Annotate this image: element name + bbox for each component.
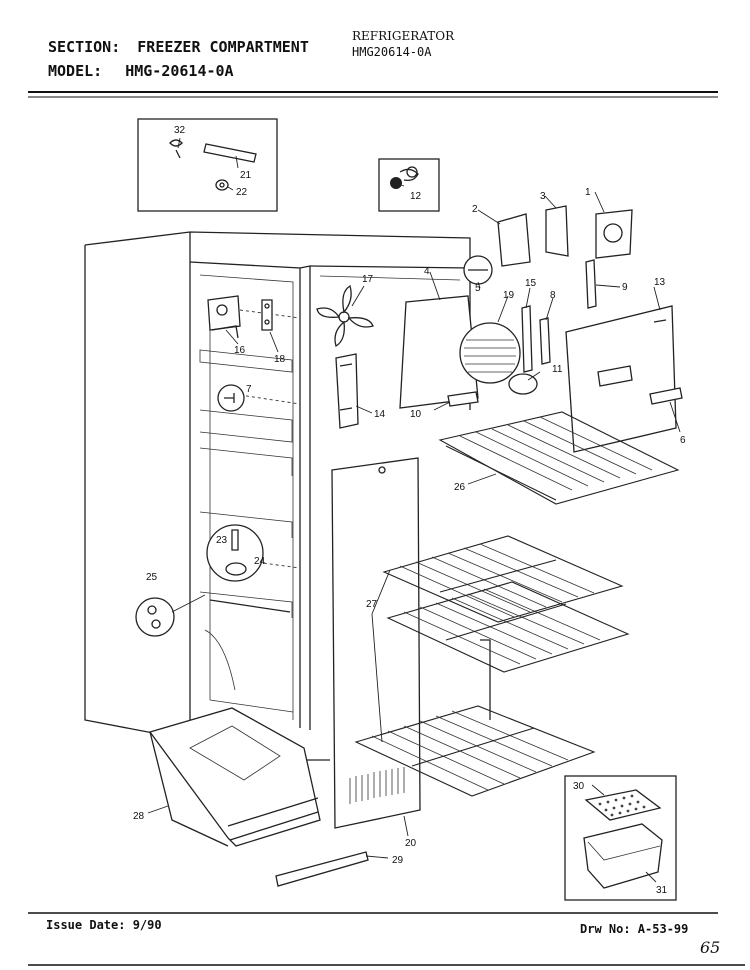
- callout-7: 7: [246, 384, 252, 395]
- callout-9: 9: [622, 282, 628, 293]
- callout-14: 14: [374, 409, 386, 420]
- callout-18: 18: [274, 354, 286, 365]
- callout-23: 23: [216, 535, 228, 546]
- callout-31: 31: [656, 885, 668, 896]
- callout-22: 22: [236, 187, 248, 198]
- page-rules: [28, 91, 745, 966]
- callout-32: 32: [174, 125, 186, 136]
- grommets-part-25: [135, 594, 206, 637]
- model-heading: MODEL: HMG-20614-0A: [48, 62, 234, 80]
- callout-17: 17: [362, 274, 374, 285]
- callout-12: 12: [410, 191, 422, 202]
- callout-labels: 32 21 22 12 1 3 2 4 5 17 19 15 8 9 13 16…: [133, 125, 686, 896]
- control-panel-cover: [565, 305, 683, 453]
- callout-13: 13: [654, 277, 666, 288]
- callout-25: 25: [146, 572, 158, 583]
- inset-box-hardware: [137, 118, 278, 212]
- air-duct-assembly: [399, 295, 538, 409]
- callout-5: 5: [475, 283, 481, 294]
- fittings-parts-23-24: [206, 524, 264, 582]
- product-title: REFRIGERATOR: [352, 29, 455, 43]
- callout-1: 1: [585, 187, 591, 198]
- wire-shelf-middle-1: [382, 535, 624, 623]
- wire-shelf-top: [438, 411, 680, 505]
- model-value: HMG-20614-0A: [125, 62, 234, 80]
- inset-box-part-12: [378, 158, 440, 212]
- callout-11: 11: [552, 364, 563, 375]
- section-value: FREEZER COMPARTMENT: [137, 38, 309, 56]
- callout-10: 10: [410, 409, 422, 420]
- callout-4: 4: [424, 266, 430, 277]
- callout-26: 26: [454, 482, 466, 493]
- fan-motor: [207, 295, 273, 339]
- callout-20: 20: [405, 838, 417, 849]
- inset-box-ice-tray: [564, 775, 677, 901]
- damper-parts: [463, 205, 633, 285]
- callout-30: 30: [573, 781, 585, 792]
- storage-bin: [148, 707, 321, 847]
- product-model: HMG20614-0A: [352, 45, 432, 59]
- wire-shelf-middle-2: [386, 581, 630, 673]
- callout-16: 16: [234, 345, 246, 356]
- section-heading: SECTION: FREEZER COMPARTMENT: [48, 38, 309, 56]
- callout-19: 19: [503, 290, 515, 301]
- callout-29: 29: [392, 855, 404, 866]
- callout-8: 8: [550, 290, 556, 301]
- evaporator-cover-panel: [331, 457, 421, 829]
- section-label: SECTION:: [48, 38, 121, 56]
- leader-lines: [147, 137, 681, 883]
- model-label: MODEL:: [48, 62, 103, 80]
- issue-date: Issue Date: 9/90: [46, 918, 162, 932]
- bracket-part-14: [335, 353, 359, 429]
- screw-part-7: [217, 384, 245, 412]
- cabinet: [84, 231, 491, 761]
- trim-strips: [521, 259, 597, 373]
- callout-3: 3: [540, 191, 546, 202]
- callout-6: 6: [680, 435, 686, 446]
- callout-2: 2: [472, 204, 478, 215]
- drawing-number: Drw No: A-53-99: [580, 922, 689, 936]
- callout-21: 21: [240, 170, 252, 181]
- wire-shelf-bottom: [354, 705, 596, 797]
- bin-trim-strip: [275, 851, 369, 887]
- callout-15: 15: [525, 278, 537, 289]
- callout-27: 27: [366, 599, 378, 610]
- callout-28: 28: [133, 811, 145, 822]
- page-note: 65: [700, 938, 721, 957]
- callout-24: 24: [254, 556, 266, 567]
- fan-blade: [316, 285, 374, 347]
